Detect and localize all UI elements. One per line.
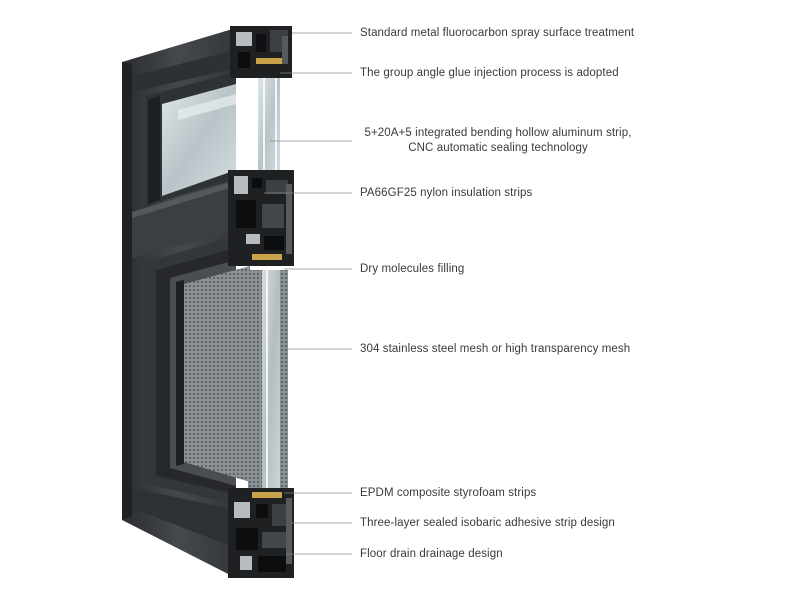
- callout-glue-injection: The group angle glue injection process i…: [360, 67, 619, 79]
- callout-hollow-aluminum-strip: 5+20A+5 integrated bending hollow alumin…: [364, 127, 632, 154]
- callout-adhesive-strip: Three-layer sealed isobaric adhesive str…: [360, 517, 615, 529]
- callout-steel-mesh: 304 stainless steel mesh or high transpa…: [360, 343, 631, 355]
- callout-floor-drain: Floor drain drainage design: [360, 548, 503, 560]
- callout-nylon-insulation: PA66GF25 nylon insulation strips: [360, 187, 533, 199]
- profile-cross-section: [228, 26, 294, 578]
- callout-epdm-strips: EPDM composite styrofoam strips: [360, 487, 537, 499]
- lower-sash: [146, 236, 250, 504]
- callout-surface-treatment: Standard metal fluorocarbon spray surfac…: [360, 27, 635, 39]
- stainless-mesh-surface: [184, 266, 250, 482]
- upper-glass-pane: [146, 72, 236, 206]
- leader-lines: [264, 32, 352, 555]
- callout-dry-molecules: Dry molecules filling: [360, 263, 465, 275]
